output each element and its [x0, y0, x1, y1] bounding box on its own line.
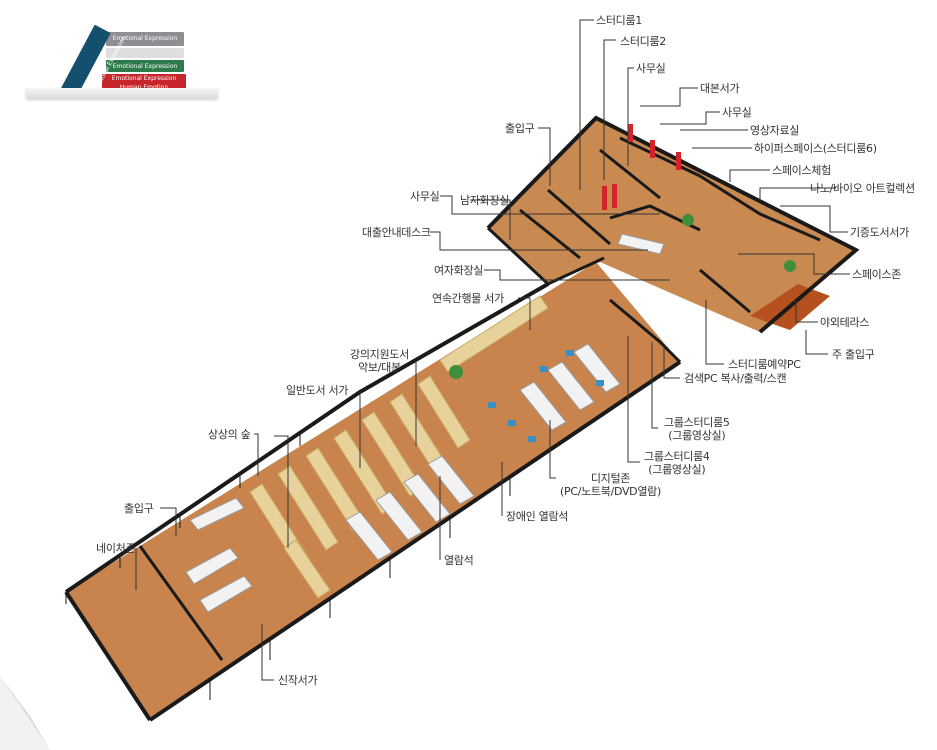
wall-nature-zone: [138, 545, 224, 661]
label-group-study-4-line1: 그룹스터디룸4: [644, 450, 710, 463]
label-group-study-4-line2: (그룹영상실): [648, 463, 706, 476]
books-illustration: Emotional Expression Emotional Expressio…: [20, 8, 230, 113]
label-digital-zone: 디지털존 (PC/노트북/DVD열람): [560, 472, 661, 498]
book-red-title: Emotional Expression: [111, 75, 177, 82]
label-digital-zone-line1: 디지털존: [590, 472, 631, 485]
book-white: [106, 48, 184, 58]
label-group-study-5-line1: 그룹스터디룸5: [664, 416, 730, 429]
label-hyper-space: 하이퍼스페이스(스터디룸6): [754, 142, 877, 155]
wall-top-wing: [486, 115, 860, 334]
book-grey-title: Emotional Expression: [112, 35, 178, 42]
label-new-books: 신작서가: [278, 674, 318, 687]
label-nature-zone: 네이처존: [96, 542, 136, 555]
study-room-accents: [602, 124, 681, 210]
label-women-restroom: 여자화장실: [434, 264, 484, 277]
label-nano-bio: 나노/바이오 아트컬렉션: [810, 182, 915, 195]
label-general-shelf: 일반도서 서가: [286, 384, 349, 397]
wall-end: [64, 590, 152, 722]
label-donated-shelf: 기증도서서가: [850, 226, 909, 239]
label-serial-shelf: 연속간행물 서가: [432, 292, 504, 305]
leader-lines: [135, 19, 850, 681]
label-digital-zone-line2: (PC/노트북/DVD열람): [560, 485, 661, 498]
label-main-entrance: 주 출입구: [832, 348, 875, 361]
label-lecture-books-line2: 악보/대본: [358, 361, 401, 374]
label-study-room-2: 스터디룸2: [620, 35, 666, 48]
label-men-restroom: 남자화장실: [460, 194, 510, 207]
reading-desks: [185, 233, 665, 613]
label-lecture-books: 강의지원도서 악보/대본: [350, 348, 409, 374]
book-green: Emotional Expression: [106, 60, 184, 72]
book-grey: Emotional Expression: [106, 32, 184, 46]
label-video-room: 영상자료실: [750, 124, 800, 137]
label-office-top: 사무실: [636, 62, 666, 75]
label-search-pc: 검색PC 복사/출력/스캔: [684, 372, 787, 385]
label-space-zone: 스페이스존: [852, 268, 902, 281]
label-disabled-seats: 장애인 열람석: [506, 510, 569, 523]
label-reading-seats: 열람석: [444, 554, 474, 567]
label-imagination-forest: 상상의 숲: [208, 428, 251, 441]
label-outdoor-terrace: 야외테라스: [820, 316, 870, 329]
plants: [449, 214, 796, 379]
label-lecture-books-line1: 강의지원도서: [350, 348, 409, 361]
window-grid: [65, 392, 511, 700]
label-group-study-5-line2: (그룹영상실): [668, 429, 726, 442]
label-space-experience: 스페이스체험: [772, 164, 831, 177]
label-group-study-4: 그룹스터디룸4 (그룹영상실): [644, 450, 710, 476]
bookshelves: [249, 295, 549, 599]
label-group-study-5: 그룹스터디룸5 (그룹영상실): [664, 416, 730, 442]
label-study-room-1: 스터디룸1: [596, 14, 642, 27]
label-entrance-top: 출입구: [505, 122, 535, 135]
label-loan-desk: 대출안내데스크: [362, 226, 431, 239]
book-green-title: Emotional Expression: [112, 63, 178, 70]
book-shelf: [26, 88, 218, 98]
label-office-2: 사무실: [722, 106, 752, 119]
label-office-left: 사무실: [410, 190, 440, 203]
digital-zone-pcs: [488, 350, 604, 442]
label-study-reservation: 스터디룸예약PC: [728, 358, 801, 371]
page-curl: [0, 676, 50, 750]
label-large-book-shelf: 대본서가: [700, 82, 740, 95]
label-entrance-bottom: 출입구: [124, 502, 154, 515]
wall-outer-right: [148, 360, 682, 722]
